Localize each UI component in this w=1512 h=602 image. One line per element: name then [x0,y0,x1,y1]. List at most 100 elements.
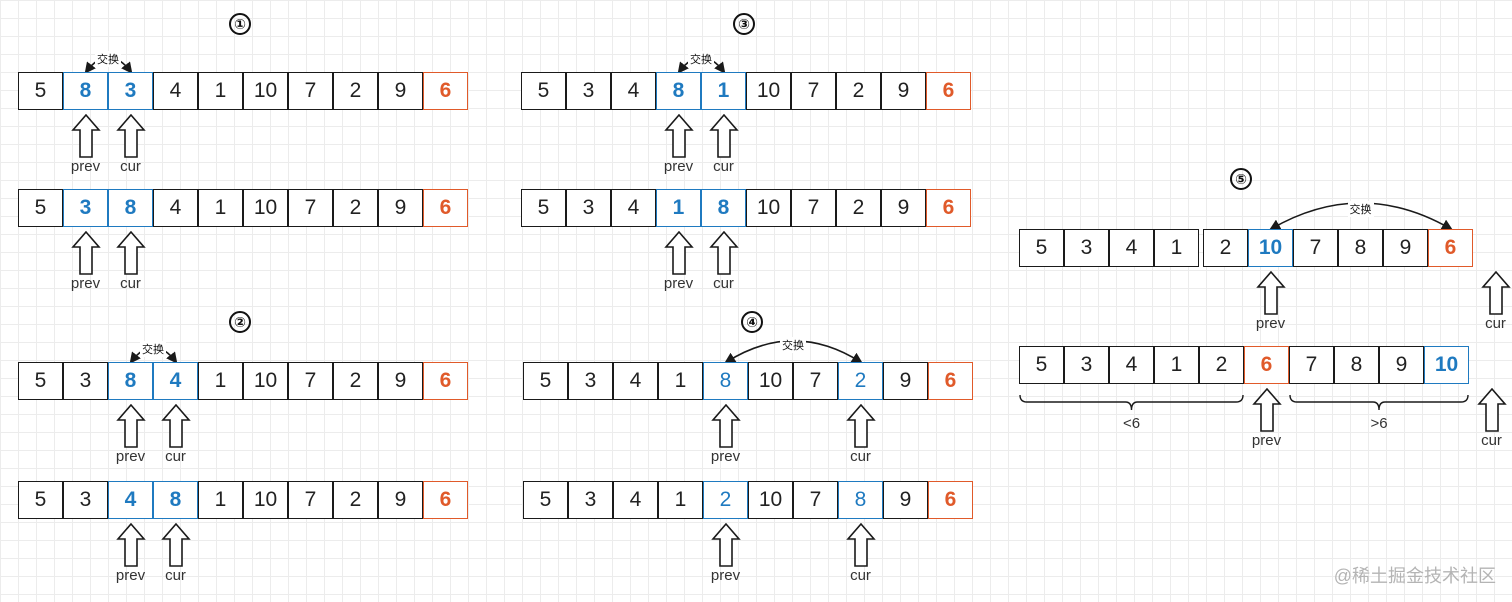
step-4-row2-cell: 9 [883,481,928,519]
step-2-row1-cur-arrow [160,404,191,448]
step-1-row1-cell: 6 [423,72,468,110]
step-4-row2-cell: 4 [613,481,658,519]
step-3-row2-cur-label: cur [713,275,734,292]
step-5-row2-cell: 8 [1334,346,1379,384]
step-3-row2-prev-arrow [663,231,694,275]
step-1-row2-cell: 9 [378,189,423,227]
step-1-row2-cell: 1 [198,189,243,227]
step-2-title: ② [229,311,251,333]
step-3-row2-cell: 10 [746,189,791,227]
step-5-row1-cur-arrow [1480,271,1511,315]
step-4-row2-cell: 8 [838,481,883,519]
step-5-row2-cell: 9 [1379,346,1424,384]
step-5-row2-cell: 2 [1199,346,1244,384]
step-5-brace-0 [1019,394,1244,411]
step-1-row2-cur-label: cur [120,275,141,292]
step-4-row1-cell: 1 [658,362,703,400]
step-3-swap-label: 交换 [688,51,714,68]
step-5-row1-cell: 7 [1293,229,1338,267]
step-4-row2-cell: 1 [658,481,703,519]
step-1-row2-cell: 8 [108,189,153,227]
step-3-row1-prev-label: prev [663,158,694,175]
step-4-row1-cell: 2 [838,362,883,400]
step-3-row2-cell: 3 [566,189,611,227]
step-4-row1-cell: 10 [748,362,793,400]
step-5-row2-prev-label: prev [1251,432,1282,449]
step-3-row1-cell: 10 [746,72,791,110]
step-3-row2-prev-label: prev [663,275,694,292]
step-1-row1-cell: 10 [243,72,288,110]
step-5-row1-cell: 8 [1338,229,1383,267]
step-1-row2-cell: 2 [333,189,378,227]
step-1-row2-cur-arrow [115,231,146,275]
step-4-row1-cell: 7 [793,362,838,400]
step-4-row2-cur-label: cur [850,567,871,584]
step-3-row1-cell: 8 [656,72,701,110]
step-5-row2-cell: 1 [1154,346,1199,384]
step-2-swap-label: 交换 [140,341,166,358]
step-4-row2-cell: 10 [748,481,793,519]
step-1-row2-prev-label: prev [70,275,101,292]
step-1-row2-prev-arrow [70,231,101,275]
step-3-row1-cell: 6 [926,72,971,110]
step-1-row1-prev-label: prev [70,158,101,175]
step-4-row2-cur-arrow [845,523,876,567]
step-2-row2-cell: 7 [288,481,333,519]
step-5-title: ⑤ [1230,168,1252,190]
step-4-row1-cell: 5 [523,362,568,400]
step-5-row1-cell: 6 [1428,229,1473,267]
step-5-brace-1 [1289,394,1469,411]
step-4-row1-cell: 8 [703,362,748,400]
step-1-row1-cur-label: cur [120,158,141,175]
step-3-row2-cell: 1 [656,189,701,227]
step-3-row2-cell: 5 [521,189,566,227]
step-1-swap-label: 交换 [95,51,121,68]
step-3-row1-cell: 4 [611,72,656,110]
step-2-row2-cell: 3 [63,481,108,519]
step-2-row2-cell: 5 [18,481,63,519]
step-5-row1-cur-label: cur [1485,315,1506,332]
step-3-row1-cell: 1 [701,72,746,110]
step-2-row1-cur-label: cur [165,448,186,465]
step-1-row1-cell: 4 [153,72,198,110]
step-5-row1-prev-arrow [1255,271,1286,315]
step-4-title: ④ [741,311,763,333]
step-5-row1-cell: 9 [1383,229,1428,267]
step-1-row1-cell: 7 [288,72,333,110]
step-3-row2-cell: 4 [611,189,656,227]
step-4-row1-prev-arrow [710,404,741,448]
step-1-title: ① [229,13,251,35]
step-2-row2-prev-arrow [115,523,146,567]
step-5-row2-cell: 10 [1424,346,1469,384]
step-3-row2-cell: 8 [701,189,746,227]
step-4-row1-cell: 4 [613,362,658,400]
step-3-row1-cur-arrow [708,114,739,158]
step-2-row2-cell: 4 [108,481,153,519]
step-1-row1-cell: 5 [18,72,63,110]
step-5-row1-cell: 3 [1064,229,1109,267]
step-2-row1-cell: 7 [288,362,333,400]
step-5-row1-cell: 2 [1203,229,1248,267]
step-2-row1-cell: 2 [333,362,378,400]
step-1-row1-cur-arrow [115,114,146,158]
step-5-brace-label-0: <6 [1122,415,1141,432]
step-2-row2-cur-arrow [160,523,191,567]
step-3-row2-cell: 6 [926,189,971,227]
step-3-row1-cell: 2 [836,72,881,110]
step-4-row2-cell: 2 [703,481,748,519]
step-2-row1-cell: 5 [18,362,63,400]
step-2-row2-cell: 9 [378,481,423,519]
step-1-row2-cell: 3 [63,189,108,227]
step-4-row1-prev-label: prev [710,448,741,465]
step-2-row2-prev-label: prev [115,567,146,584]
step-4-row2-cell: 6 [928,481,973,519]
step-3-row1-cell: 7 [791,72,836,110]
step-1-row2-cell: 7 [288,189,333,227]
step-3-row1-cur-label: cur [713,158,734,175]
step-2-row1-cell: 10 [243,362,288,400]
step-4-row1-cur-label: cur [850,448,871,465]
step-5-row2-cur-label: cur [1481,432,1502,449]
step-4-row2-cell: 3 [568,481,613,519]
step-5-row2-prev-arrow [1251,388,1282,432]
